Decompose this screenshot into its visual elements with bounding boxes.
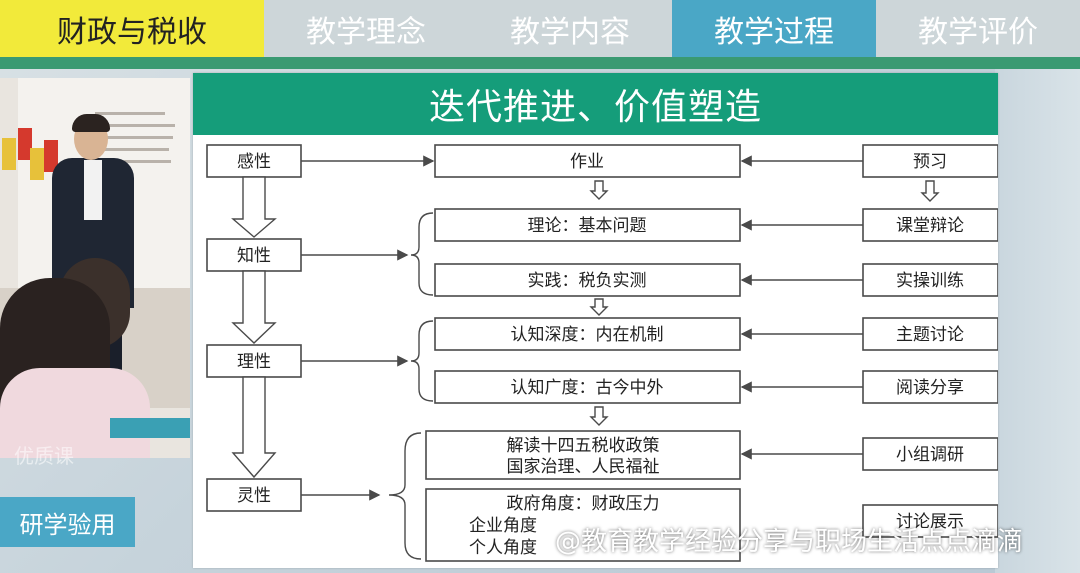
policy-interpretation-box: 解读十四五税收政策 国家治理、人民福祉 [425, 430, 741, 480]
down-arrow-icon [589, 298, 609, 316]
svg-text:个人角度: 个人角度 [469, 538, 537, 558]
svg-text:预习: 预习 [913, 152, 947, 172]
tab-teaching-process[interactable]: 教学过程 [672, 0, 876, 57]
down-arrow-icon [231, 376, 277, 479]
tab-teaching-philosophy[interactable]: 教学理念 [264, 0, 468, 57]
brace [410, 212, 434, 296]
homework-box: 作业 [434, 144, 741, 178]
svg-text:灵性: 灵性 [237, 486, 271, 506]
stage-box-rational: 理性 [206, 344, 302, 378]
svg-text:实践：税负实测: 实践：税负实测 [528, 271, 647, 291]
tab-underline-divider [0, 57, 1080, 69]
perspective-box: 政府角度：财政压力 企业角度 个人角度 [425, 488, 741, 562]
right-box-debate: 课堂辩论 [862, 208, 998, 242]
tab-teaching-evaluation[interactable]: 教学评价 [876, 0, 1080, 57]
svg-text:企业角度: 企业角度 [469, 516, 537, 536]
svg-text:课堂辩论: 课堂辩论 [896, 216, 964, 236]
theory-box: 理论：基本问题 [434, 208, 741, 242]
stage-box-cognitive: 知性 [206, 238, 302, 272]
svg-text:政府角度：财政压力: 政府角度：财政压力 [507, 494, 660, 514]
background-right-strip [995, 69, 1080, 573]
svg-text:理论：基本问题: 理论：基本问题 [528, 216, 647, 236]
stage-box-spiritual: 灵性 [206, 478, 302, 512]
practice-box: 实践：税负实测 [434, 263, 741, 297]
right-box-preview: 预习 [862, 144, 998, 178]
breadth-box: 认知广度：古今中外 [434, 370, 741, 404]
svg-text:阅读分享: 阅读分享 [896, 378, 964, 398]
watermark-text: @教育教学经验分享与职场生活点点滴滴 [555, 527, 1024, 557]
right-box-presentation: 讨论展示 [862, 504, 998, 538]
right-box-group-research: 小组调研 [862, 437, 998, 471]
right-box-training: 实操训练 [862, 263, 998, 297]
svg-text:国家治理、人民福祉: 国家治理、人民福祉 [507, 457, 660, 477]
svg-text:感性: 感性 [237, 152, 271, 172]
svg-text:认知广度：古今中外: 认知广度：古今中外 [511, 378, 664, 398]
classroom-photo [0, 78, 190, 458]
down-arrow-icon [920, 180, 940, 202]
svg-text:知性: 知性 [237, 246, 271, 266]
tab-course-title[interactable]: 财政与税收 [0, 0, 264, 57]
down-arrow-icon [589, 406, 609, 426]
photo-caption: 优质课 [14, 444, 74, 468]
side-label-button[interactable]: 研学验用 [0, 497, 135, 547]
brace [410, 320, 434, 402]
svg-text:小组调研: 小组调研 [896, 445, 964, 465]
down-arrow-icon [589, 180, 609, 200]
svg-text:讨论展示: 讨论展示 [896, 512, 964, 532]
depth-box: 认知深度：内在机制 [434, 317, 741, 351]
top-tab-bar: 财政与税收 教学理念 教学内容 教学过程 教学评价 [0, 0, 1080, 57]
brace [388, 432, 422, 560]
flowchart: 感性 知性 理性 灵性 作业 理论：基本问题 实践：税负实测 认知深度：内在机制… [206, 144, 998, 562]
right-box-discussion: 主题讨论 [862, 317, 998, 351]
stage-box-perceptual: 感性 [206, 144, 302, 178]
tab-teaching-content[interactable]: 教学内容 [468, 0, 672, 57]
svg-text:理性: 理性 [237, 352, 271, 372]
slide-title: 迭代推进、价值塑造 [193, 73, 998, 135]
svg-text:解读十四五税收政策: 解读十四五税收政策 [507, 436, 660, 456]
right-box-reading: 阅读分享 [862, 370, 998, 404]
svg-text:实操训练: 实操训练 [896, 271, 964, 291]
down-arrow-icon [231, 270, 277, 344]
svg-text:主题讨论: 主题讨论 [896, 325, 964, 345]
down-arrow-icon [231, 176, 277, 238]
svg-text:作业: 作业 [570, 152, 604, 172]
svg-text:认知深度：内在机制: 认知深度：内在机制 [511, 325, 664, 345]
